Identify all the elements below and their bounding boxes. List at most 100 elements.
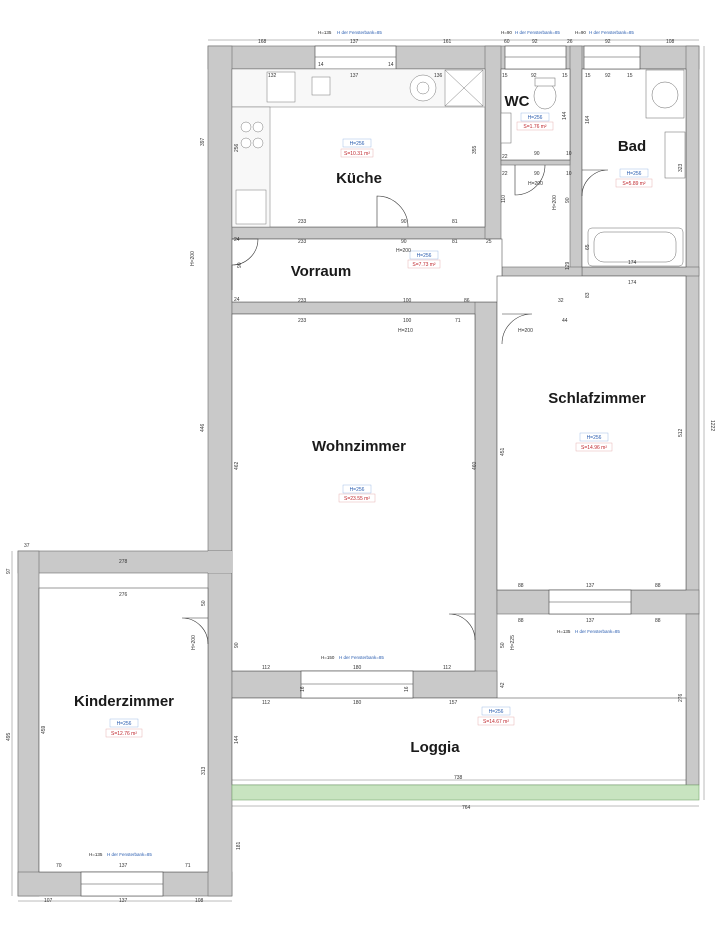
dim: 764 [462,805,471,811]
dim: 70 [56,863,62,869]
dim: 16 [404,686,410,692]
win-note-schlaf: H der Fensterbank=85 [575,629,620,634]
dim: 278 [119,559,128,565]
dim: 90 [234,642,240,648]
dim: 233 [298,298,307,304]
dim: 181 [236,841,242,850]
door-h-kinder: H=200 [191,635,197,650]
dim: 180 [353,665,362,671]
dim: 180 [353,700,362,706]
tag-area-loggia: S=14.67 m² [483,719,509,725]
dim: 451 [500,447,506,456]
win-note-kinder: H der Fensterbank=85 [107,852,152,857]
dim: 71 [455,318,461,324]
dim: 137 [586,618,595,624]
dim: 100 [403,318,412,324]
dim: 97 [6,568,12,574]
dim: 90 [237,262,243,268]
win-h-bad: H=90 [575,30,586,35]
tag-height-wc: H=256 [528,115,543,121]
dim: 24 [234,297,240,303]
dim: 24 [234,237,240,243]
dim: 512 [678,428,684,437]
dim: 100 [403,298,412,304]
tag-area-vorraum: S=7.73 m² [412,262,436,268]
tag-area-bad: S=5.89 m² [622,181,646,187]
dim: 112 [443,665,451,671]
dimension-lines [11,39,705,902]
room-name-schlafzimmer: Schlafzimmer [548,390,646,407]
dim: 110 [501,195,507,203]
room-tags: H=256 S=10.31 m² H=256 S=1.76 m² H=256 S… [105,112,653,738]
dim: 90 [401,239,407,245]
dim: 112 [262,700,270,706]
dim: 107 [44,898,53,904]
dim: 90 [534,151,540,157]
tag-height-bad: H=256 [627,171,642,177]
dim: 92 [605,39,611,45]
dim: 88 [518,618,524,624]
dim: 738 [454,775,463,781]
dim: 137 [586,583,595,589]
dim: 10 [566,171,572,177]
tag-area-schlafzimmer: S=14.96 m² [581,445,607,451]
dim: 132 [268,73,277,79]
room-name-bad: Bad [618,138,646,155]
window-labels: H=135 H der Fensterbank=85 H=90 H der Fe… [89,30,634,857]
room-name-kueche: Küche [336,170,382,187]
dimension-texts: 168 137 161 60 92 26 92 108 132 137 136 … [6,39,715,904]
door-h-wc: H=200 [528,181,543,187]
win-note-wohn: H der Fensterbank=85 [339,655,384,660]
door-h-schlaf: H=200 [518,328,533,334]
dim: 90 [401,219,407,225]
dim: 495 [6,732,12,741]
dim: 86 [464,298,470,304]
win-h-wohn: H=150 [321,655,335,660]
dim: 161 [443,39,452,45]
room-name-kinderzimmer: Kinderzimmer [74,693,174,710]
dim: 90 [534,171,540,177]
dim: 129 [565,261,571,270]
win-note-bad: H der Fensterbank=85 [589,30,634,35]
dim: 137 [350,73,359,79]
dim: 137 [350,39,359,45]
dim: 233 [298,318,307,324]
dim: 164 [585,115,591,124]
dim: 108 [195,898,204,904]
win-h-kinder: H=135 [89,852,103,857]
tag-height-kueche: H=256 [350,141,365,147]
room-name-wohnzimmer: Wohnzimmer [312,438,406,455]
dim: 136 [434,73,443,79]
dim: 459 [41,725,47,734]
dim: 81 [452,239,458,245]
tag-area-wohnzimmer: S=23.55 m² [344,496,370,502]
dim: 22 [502,171,508,177]
dim: 71 [185,863,191,869]
room-name-loggia: Loggia [410,739,460,756]
dim: 276 [119,592,128,598]
dim: 81 [452,219,458,225]
dim: 112 [262,665,270,671]
tag-area-wc: S=1.76 m² [523,124,547,130]
door-h-kueche: H=200 [396,248,411,254]
room-name-vorraum: Vorraum [291,263,352,280]
dim: 88 [655,618,661,624]
room-floors [38,68,687,873]
dim: 157 [449,700,458,706]
walls [17,45,700,897]
dim: 92 [532,39,538,45]
dim: 174 [628,260,637,266]
dim: 1222 [709,420,715,431]
kitchen-counter [231,68,486,228]
dim: 83 [585,292,591,298]
tag-height-schlafzimmer: H=256 [587,435,602,441]
dim: 65 [585,244,591,250]
tag-height-wohnzimmer: H=256 [350,487,365,493]
dim: 60 [504,39,510,45]
dim: 108 [666,39,675,45]
dim: 233 [298,219,307,225]
dim: 32 [558,298,564,304]
win-h-kueche: H=135 [318,30,332,35]
doors [181,164,609,645]
dim: 15 [585,73,591,79]
